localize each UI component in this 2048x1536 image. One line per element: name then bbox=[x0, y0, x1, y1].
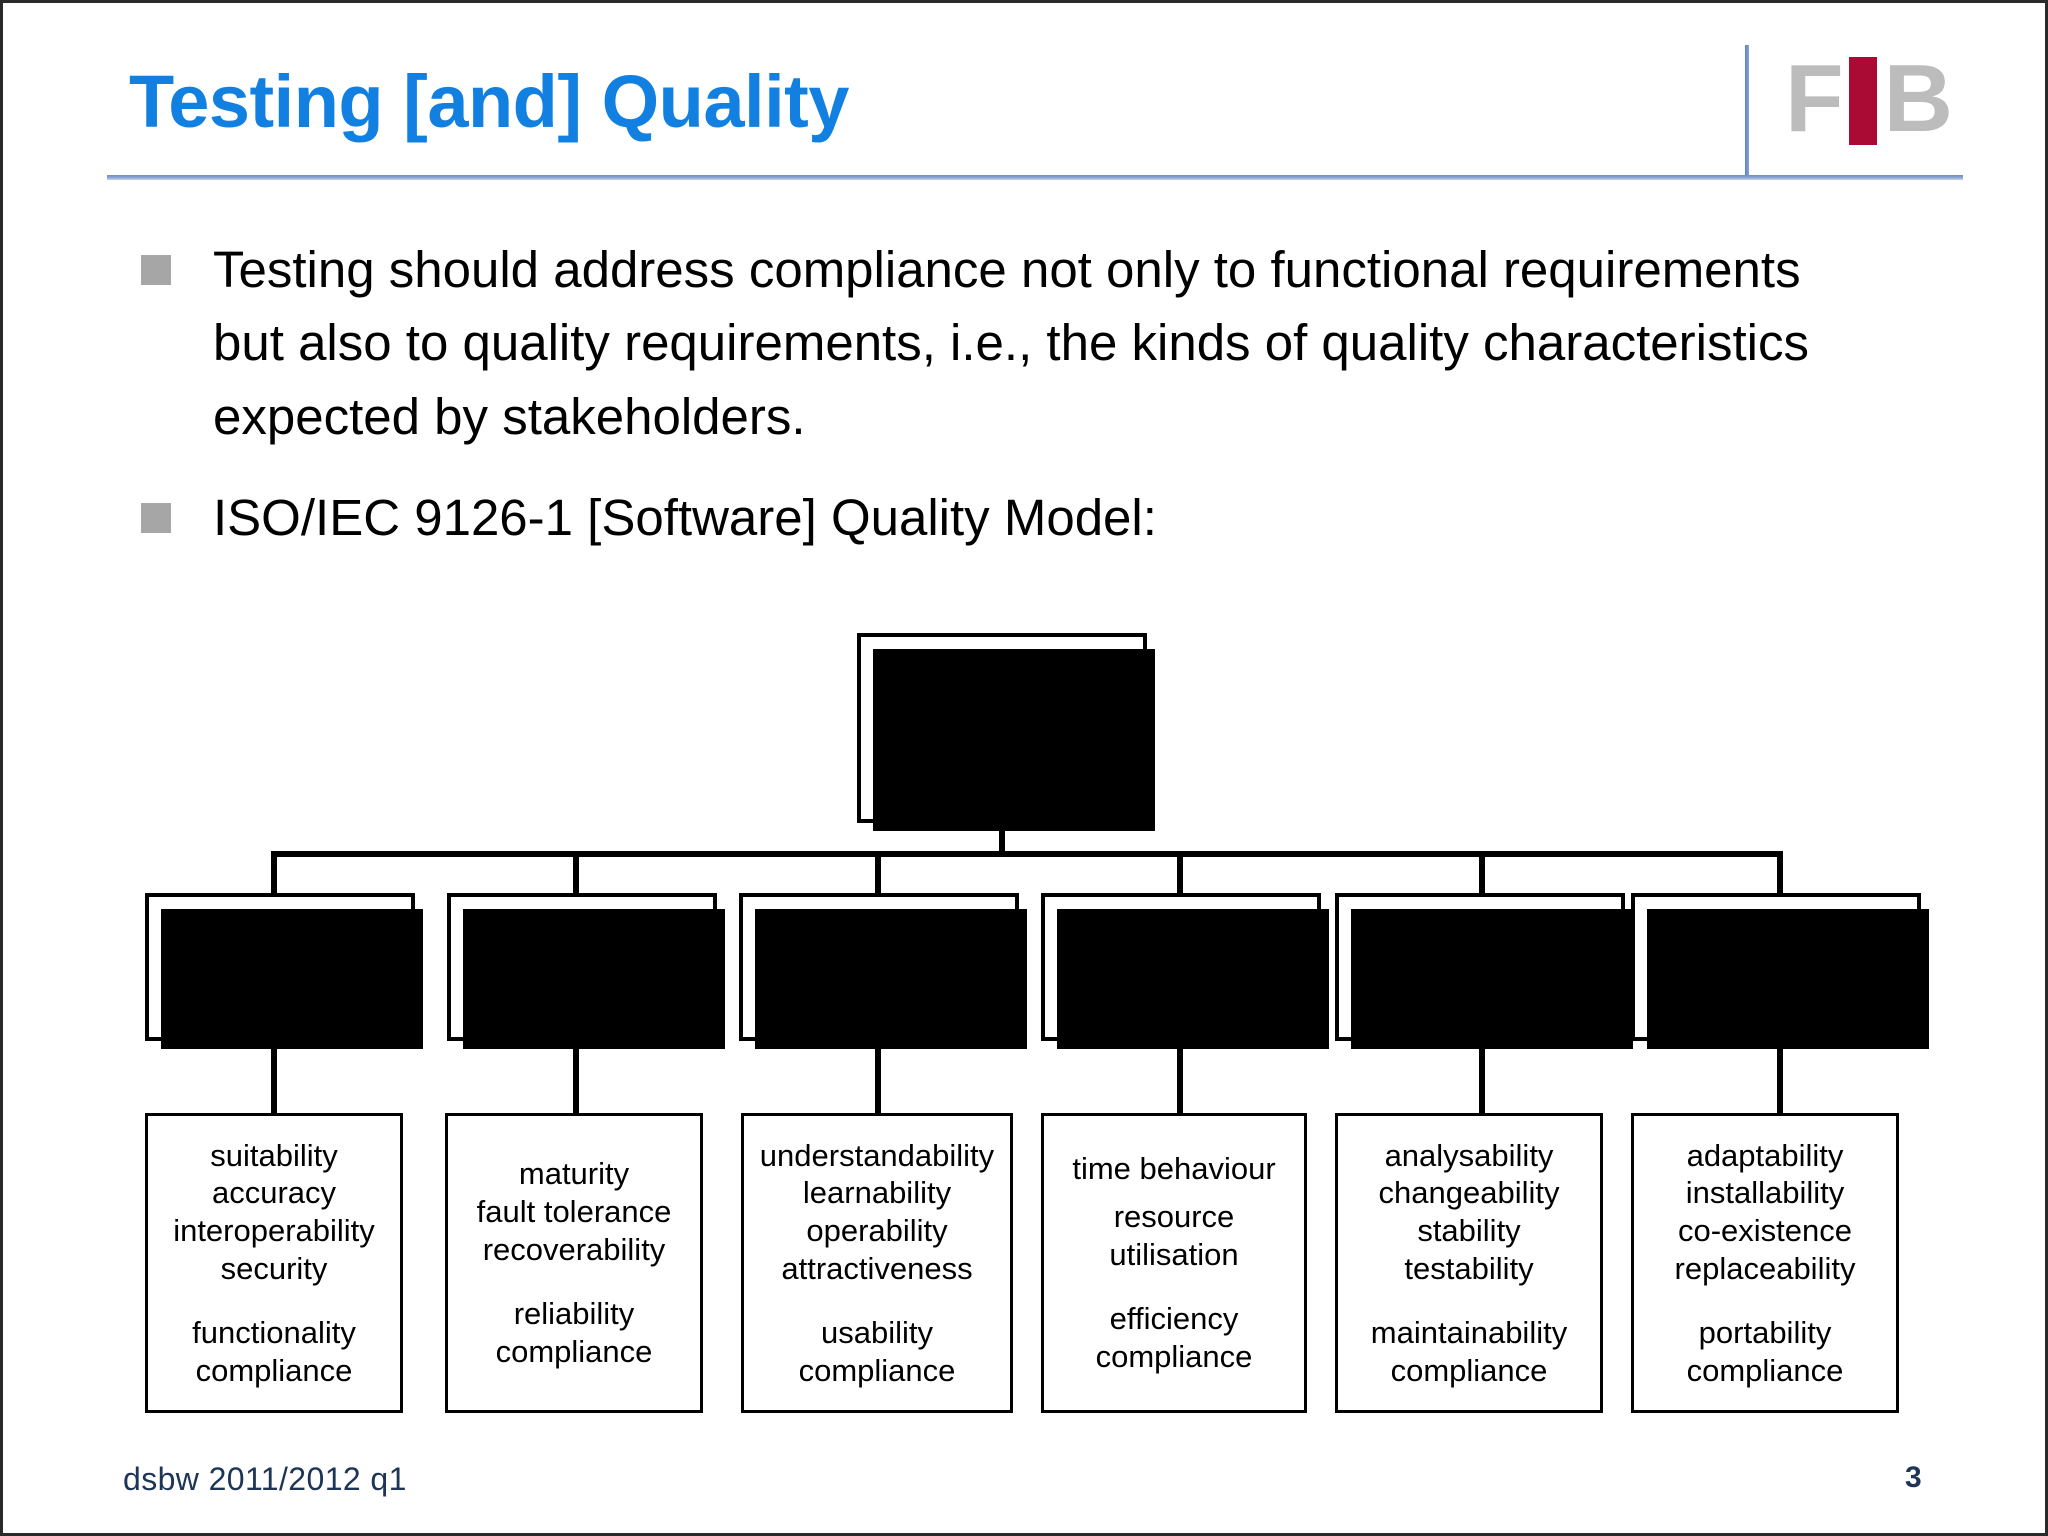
sub-characteristic: maturity bbox=[518, 1156, 630, 1192]
sub-characteristic: replaceability bbox=[1674, 1251, 1856, 1286]
category-label: reliability bbox=[507, 947, 657, 986]
leaf-node-portability: adaptability installability co-existence… bbox=[1631, 1113, 1899, 1413]
connector-leaf-stem-6 bbox=[1777, 1041, 1783, 1115]
sub-characteristic: analysability bbox=[1384, 1137, 1554, 1173]
bullet-text-1: Testing should address compliance not on… bbox=[213, 241, 1809, 445]
category-node-maintainability: maintainability bbox=[1335, 893, 1633, 1049]
leaf-node-maintainability: analysability changeability stability te… bbox=[1335, 1113, 1603, 1413]
category-label: maintainability bbox=[1360, 947, 1600, 986]
sub-characteristic: suitability bbox=[210, 1137, 338, 1173]
sub-characteristic: attractiveness bbox=[781, 1251, 973, 1286]
sub-characteristic: interoperability bbox=[173, 1213, 375, 1249]
connector-root-stem bbox=[999, 823, 1005, 857]
sub-characteristic: changeability bbox=[1378, 1175, 1560, 1211]
category-node-functionality: functionality bbox=[145, 893, 423, 1049]
node-shadow bbox=[1057, 909, 1329, 1049]
compliance-line: reliability bbox=[513, 1295, 635, 1331]
sub-characteristic: stability bbox=[1417, 1213, 1521, 1249]
bullet-square-icon bbox=[141, 255, 171, 285]
logo-letter-b: B bbox=[1883, 45, 1953, 152]
node-shadow bbox=[1647, 909, 1929, 1049]
compliance-line: compliance bbox=[195, 1352, 353, 1388]
sub-characteristic: recoverability bbox=[482, 1232, 666, 1268]
bullet-item-1: Testing should address compliance not on… bbox=[3, 233, 2045, 453]
sub-characteristic: co-existence bbox=[1677, 1213, 1853, 1249]
category-label: portability bbox=[1693, 947, 1859, 986]
header-vertical-divider bbox=[1745, 45, 1749, 179]
compliance-line: compliance bbox=[1390, 1352, 1548, 1388]
category-node-portability: portability bbox=[1631, 893, 1929, 1049]
compliance-line: compliance bbox=[1686, 1352, 1844, 1388]
bullet-square-icon bbox=[141, 503, 171, 534]
compliance-line: compliance bbox=[798, 1352, 956, 1388]
sub-characteristic: time behaviour bbox=[1072, 1151, 1276, 1187]
category-node-reliability: reliability bbox=[447, 893, 725, 1049]
sub-characteristic: installability bbox=[1685, 1175, 1845, 1211]
compliance-line: functionality bbox=[192, 1314, 356, 1350]
sub-characteristic: testability bbox=[1404, 1251, 1534, 1286]
slide-header: Testing [and] Quality F B bbox=[3, 3, 2045, 183]
leaf-node-efficiency: time behaviour resource utilisation effi… bbox=[1041, 1113, 1307, 1413]
connector-drop-2 bbox=[573, 851, 579, 895]
logo-letter-i-block bbox=[1848, 57, 1877, 145]
category-node-efficiency: efficiency bbox=[1041, 893, 1329, 1049]
compliance-line: compliance bbox=[1095, 1338, 1253, 1374]
connector-bus bbox=[271, 851, 1783, 857]
sub-characteristic: accuracy bbox=[211, 1175, 337, 1211]
bullet-text-2: ISO/IEC 9126-1 [Software] Quality Model: bbox=[213, 489, 1157, 547]
connector-leaf-stem-4 bbox=[1177, 1041, 1183, 1115]
page-title: Testing [and] Quality bbox=[129, 60, 849, 143]
leaf-node-functionality: suitability accuracy interoperability se… bbox=[145, 1113, 403, 1413]
compliance-line: compliance bbox=[495, 1333, 653, 1369]
connector-leaf-stem-3 bbox=[875, 1041, 881, 1115]
compliance-line: efficiency bbox=[1109, 1300, 1239, 1336]
category-label: functionality bbox=[178, 947, 382, 986]
compliance-line: usability bbox=[821, 1314, 933, 1350]
root-node-label: external and internal quality bbox=[895, 660, 1109, 795]
category-label: usability bbox=[810, 947, 948, 986]
connector-drop-1 bbox=[271, 851, 277, 895]
bullet-item-2: ISO/IEC 9126-1 [Software] Quality Model: bbox=[3, 481, 2045, 554]
page-number: 3 bbox=[1905, 1461, 1922, 1494]
logo-letter-f: F bbox=[1785, 45, 1844, 152]
header-divider bbox=[107, 175, 1963, 180]
sub-characteristic: security bbox=[220, 1251, 328, 1286]
node-shadow bbox=[1351, 909, 1633, 1049]
compliance-line: portability bbox=[1698, 1314, 1832, 1350]
connector-leaf-stem-2 bbox=[573, 1041, 579, 1115]
sub-characteristic: understandability bbox=[759, 1137, 995, 1173]
node-shadow bbox=[463, 909, 725, 1049]
diagram-root-node: external and internal quality bbox=[857, 633, 1155, 831]
node-shadow bbox=[873, 649, 1155, 831]
category-node-usability: usability bbox=[739, 893, 1027, 1049]
connector-leaf-stem-1 bbox=[271, 1041, 277, 1115]
quality-model-diagram: external and internal quality functional… bbox=[3, 603, 2045, 1443]
connector-drop-4 bbox=[1177, 851, 1183, 895]
sub-characteristic: learnability bbox=[802, 1175, 952, 1211]
fib-logo: F B bbox=[1785, 45, 1953, 152]
leaf-node-reliability: maturity fault tolerance recoverability … bbox=[445, 1113, 703, 1413]
category-label: efficiency bbox=[1102, 947, 1260, 986]
footer-course-label: dsbw 2011/2012 q1 bbox=[123, 1461, 407, 1497]
node-shadow bbox=[755, 909, 1027, 1049]
sub-characteristic: adaptability bbox=[1686, 1137, 1844, 1173]
sub-characteristic: resource bbox=[1113, 1199, 1235, 1235]
bullet-list: Testing should address compliance not on… bbox=[3, 233, 2045, 555]
connector-drop-3 bbox=[875, 851, 881, 895]
connector-leaf-stem-5 bbox=[1479, 1041, 1485, 1115]
connector-drop-6 bbox=[1777, 851, 1783, 895]
sub-characteristic: fault tolerance bbox=[476, 1194, 672, 1230]
compliance-line: maintainability bbox=[1370, 1314, 1568, 1350]
node-shadow bbox=[161, 909, 423, 1049]
leaf-node-usability: understandability learnability operabili… bbox=[741, 1113, 1013, 1413]
connector-drop-5 bbox=[1479, 851, 1485, 895]
sub-characteristic: utilisation bbox=[1109, 1237, 1239, 1273]
sub-characteristic: operability bbox=[806, 1213, 948, 1249]
